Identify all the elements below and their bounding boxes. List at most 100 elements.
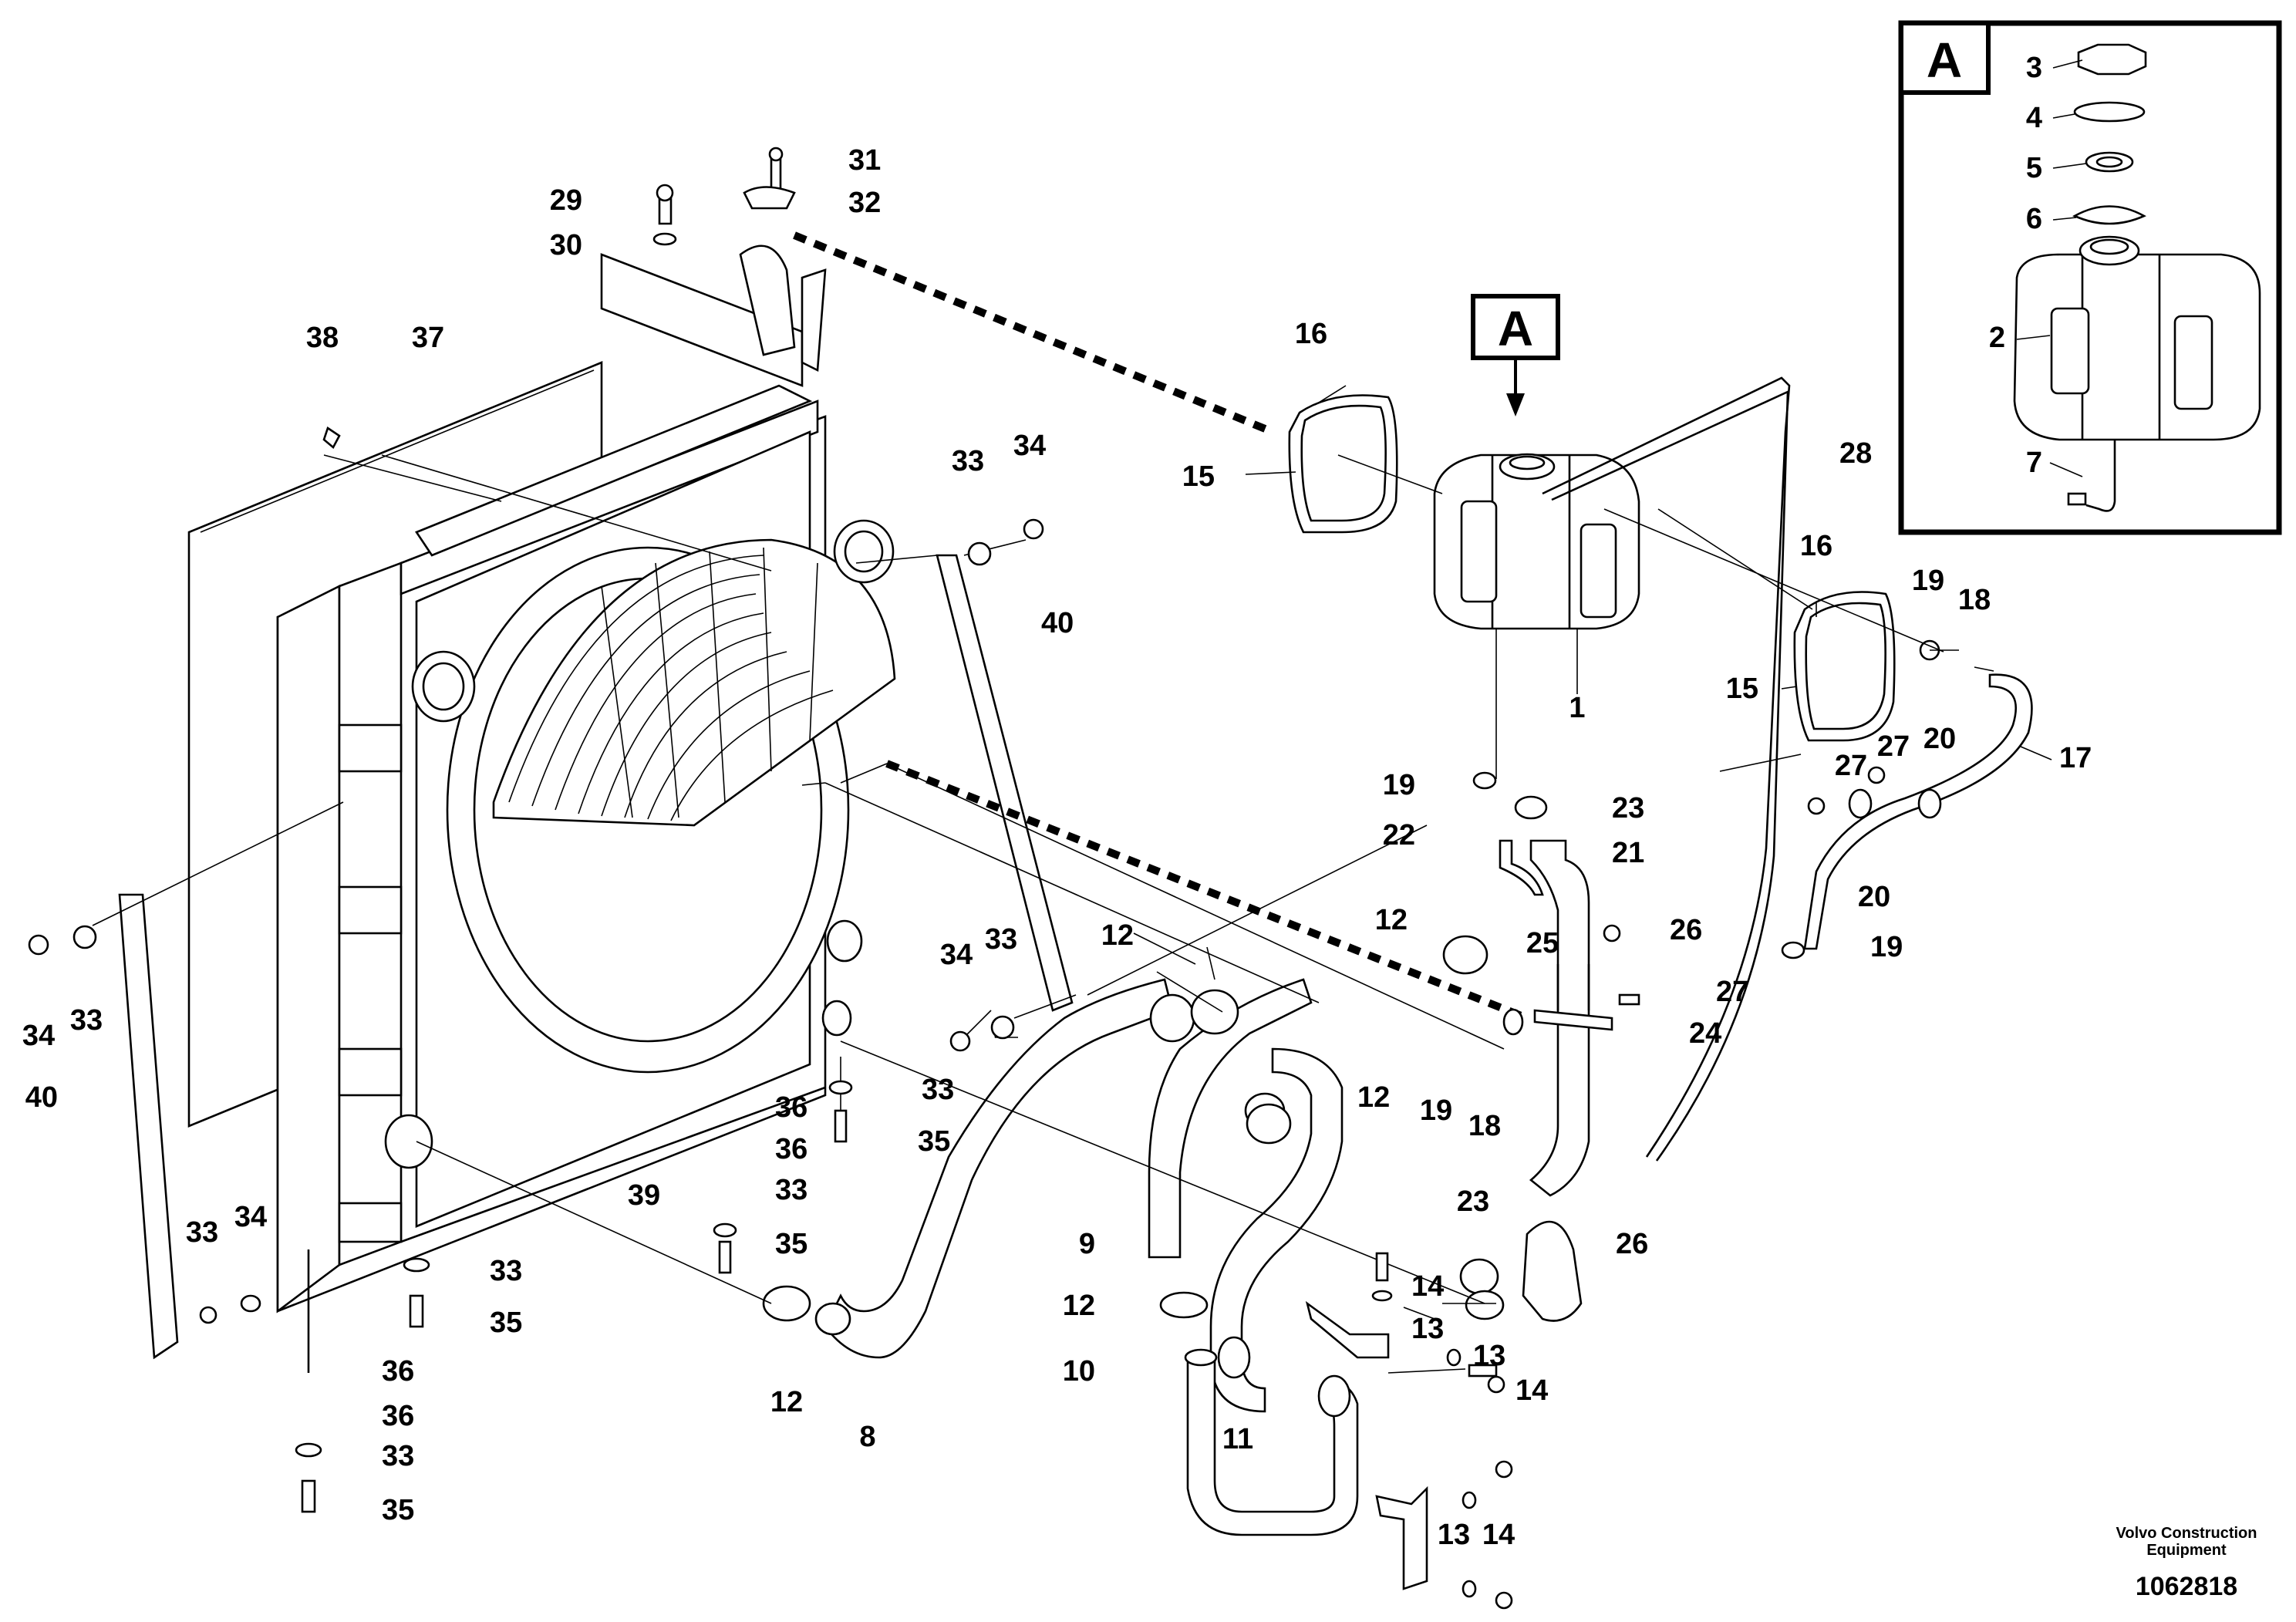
callout-26-b: 26: [1616, 1228, 1648, 1260]
callout-9: 9: [1079, 1228, 1095, 1260]
callout-35-d: 35: [382, 1494, 414, 1526]
callout-33-e: 33: [70, 1004, 103, 1037]
callout-14-b: 14: [1515, 1374, 1548, 1407]
callout-3: 3: [2026, 52, 2042, 84]
vent-line: [1542, 376, 1791, 1158]
hose-bracket-lower: [1375, 1485, 1428, 1590]
strainer-shape: [2072, 205, 2146, 225]
callout-labels: 3 4 5 6 2 7 31 32 29 30 38 37 16 15 28 1…: [22, 52, 2092, 1551]
callout-20-a: 20: [1923, 723, 1956, 755]
manufacturer-line-2: Equipment: [2146, 1542, 2227, 1559]
callout-27-c: 27: [1716, 976, 1748, 1008]
callout-16-right: 16: [1800, 530, 1832, 562]
inset-detail-a: A: [1898, 20, 2282, 535]
document-number: 1062818: [2135, 1572, 2238, 1601]
callout-32: 32: [848, 187, 881, 219]
hose-clamps: [762, 639, 1942, 1322]
callout-16-left: 16: [1295, 318, 1327, 350]
callout-19-b: 19: [1870, 931, 1903, 963]
callout-27-b: 27: [1835, 750, 1867, 782]
callout-19-a: 19: [1912, 565, 1944, 597]
callout-23-a: 23: [1612, 792, 1644, 824]
callout-19-d: 19: [1420, 1094, 1452, 1127]
callout-21: 21: [1612, 837, 1644, 869]
callout-34-b: 34: [940, 939, 973, 971]
callout-18-b: 18: [1468, 1110, 1501, 1142]
callout-15-left: 15: [1182, 460, 1215, 493]
callout-15-right: 15: [1726, 673, 1758, 705]
callout-29: 29: [550, 184, 582, 217]
callout-34-d: 34: [234, 1201, 267, 1233]
callout-20-b: 20: [1858, 881, 1890, 913]
callout-39: 39: [628, 1179, 660, 1212]
callout-6: 6: [2026, 203, 2042, 235]
callout-36-a: 36: [775, 1091, 807, 1124]
callout-37: 37: [412, 322, 444, 354]
callout-17: 17: [2059, 742, 2092, 774]
callout-33-a: 33: [952, 445, 984, 477]
callout-8: 8: [859, 1421, 875, 1453]
tank-strap-right: [1793, 591, 1896, 742]
callout-33-d: 33: [775, 1174, 807, 1206]
radiator-hoses: [814, 978, 1359, 1536]
expansion-tank: [1433, 453, 1640, 630]
callout-30: 30: [550, 229, 582, 261]
callout-33-f: 33: [186, 1216, 218, 1249]
callout-24: 24: [1689, 1017, 1721, 1050]
callout-4: 4: [2026, 102, 2042, 134]
dashed-hose-top: [793, 231, 1274, 436]
callout-12-e: 12: [770, 1386, 803, 1418]
gasket-shape: [2085, 151, 2134, 173]
callout-13-a: 13: [1411, 1313, 1444, 1345]
callout-33-h: 33: [382, 1440, 414, 1472]
callout-27-a: 27: [1877, 730, 1910, 763]
leader-lines: [92, 385, 2052, 1374]
callout-23-b: 23: [1457, 1185, 1489, 1218]
seal-ring-shape: [2073, 101, 2146, 123]
hose-bracket-upper: [1305, 1300, 1390, 1359]
callout-5: 5: [2026, 152, 2042, 184]
callout-36-b: 36: [775, 1133, 807, 1165]
manufacturer-credit: Volvo Construction Equipment: [2086, 1525, 2287, 1559]
callout-28: 28: [1839, 437, 1872, 470]
callout-34-a: 34: [1013, 430, 1046, 462]
callout-40-a: 40: [1041, 607, 1074, 639]
callout-40-b: 40: [25, 1081, 58, 1114]
callout-12-c: 12: [1357, 1081, 1390, 1114]
filler-cap-shape: [2077, 43, 2147, 76]
callout-33-c: 33: [922, 1074, 954, 1106]
tank-strap-left: [1288, 394, 1398, 534]
callout-22: 22: [1383, 819, 1415, 851]
callout-35-b: 35: [775, 1228, 807, 1260]
callout-35-c: 35: [490, 1307, 522, 1339]
callout-12-a: 12: [1375, 904, 1408, 936]
callout-19-c: 19: [1383, 769, 1415, 801]
dashed-hose-middle: [885, 760, 1529, 1022]
callout-12-b: 12: [1101, 919, 1134, 952]
view-marker-a-letter: A: [1498, 301, 1533, 356]
callout-36-c: 36: [382, 1355, 414, 1388]
callout-33-g: 33: [490, 1255, 522, 1287]
fasteners: [28, 147, 1886, 1610]
callout-36-d: 36: [382, 1400, 414, 1432]
callout-2: 2: [1989, 322, 2005, 354]
callout-14-a: 14: [1411, 1270, 1444, 1303]
manufacturer-line-1: Volvo Construction: [2116, 1525, 2257, 1542]
callout-7: 7: [2026, 447, 2042, 479]
callout-11: 11: [1222, 1423, 1253, 1455]
callout-1: 1: [1569, 692, 1585, 724]
callout-10: 10: [1063, 1355, 1095, 1388]
callout-12-d: 12: [1063, 1290, 1095, 1322]
callout-25: 25: [1526, 927, 1559, 959]
callout-13-b: 13: [1473, 1340, 1505, 1372]
callout-14-c: 14: [1482, 1519, 1515, 1551]
callout-34-c: 34: [22, 1020, 55, 1052]
callout-18-a: 18: [1958, 584, 1991, 616]
callout-38: 38: [306, 322, 339, 354]
callout-33-b: 33: [985, 923, 1017, 956]
inset-marker-a: A: [1927, 32, 1962, 88]
drain-hose: [1803, 673, 2033, 950]
view-marker-a: A: [1471, 294, 1560, 416]
callout-26-a: 26: [1670, 914, 1702, 946]
